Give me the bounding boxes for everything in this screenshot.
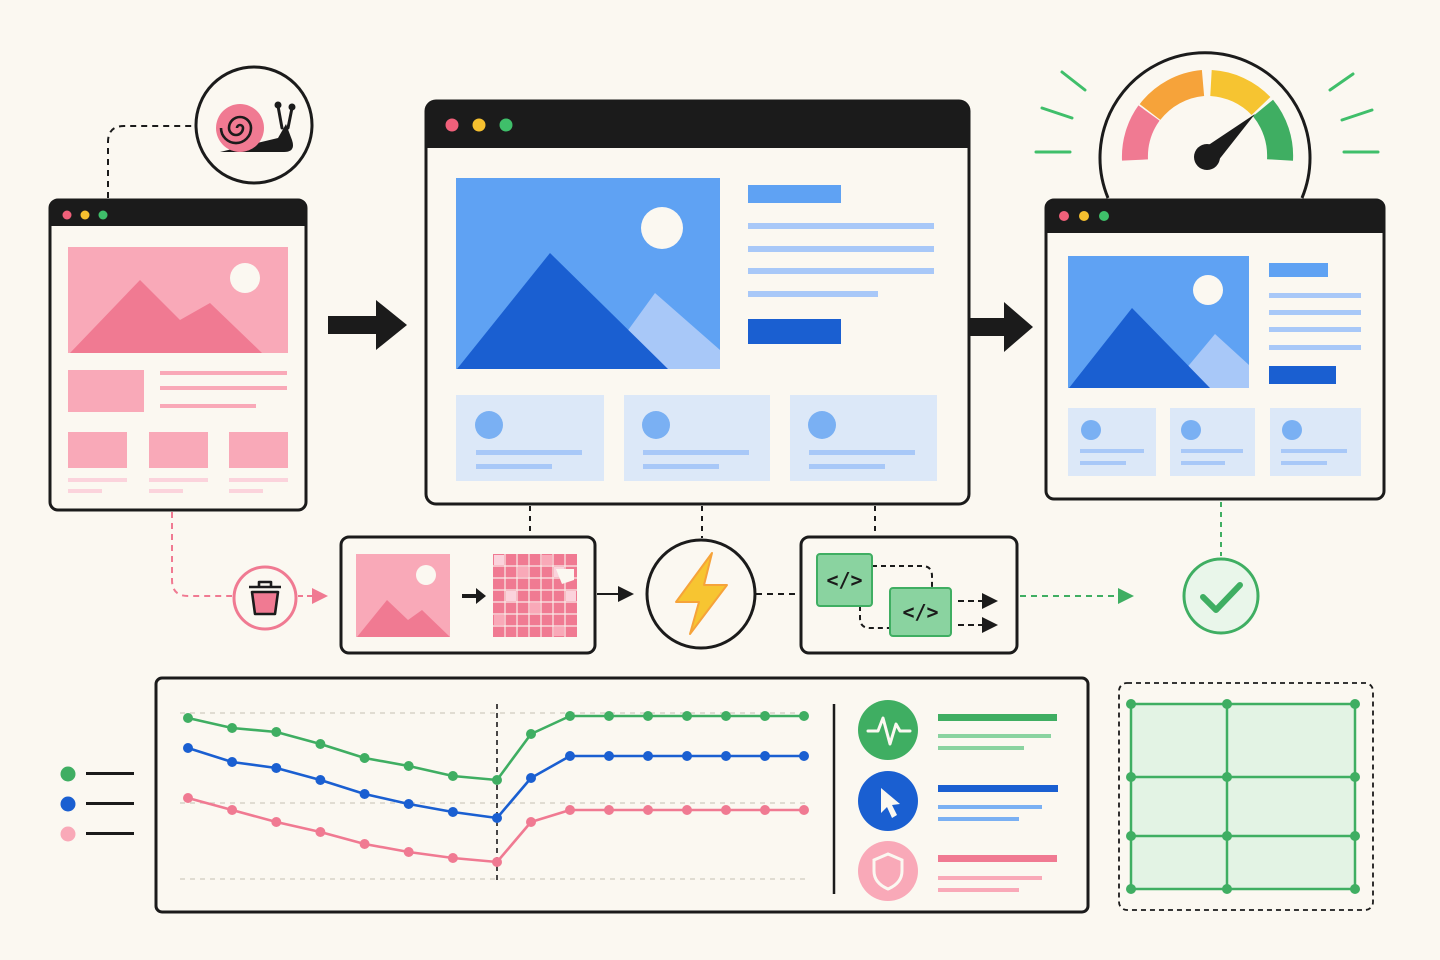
speedometer-icon xyxy=(1034,51,1380,199)
data-point-1-2 xyxy=(271,763,282,773)
checkmark-icon xyxy=(1200,582,1243,613)
data-point-0-13 xyxy=(721,711,731,721)
card xyxy=(624,395,770,481)
data-point-0-11 xyxy=(643,711,653,721)
series-line-0 xyxy=(187,714,804,782)
data-point-2-5 xyxy=(403,847,414,857)
hero-image xyxy=(1068,256,1249,388)
image-compression-box xyxy=(339,535,597,655)
data-point-0-10 xyxy=(604,711,614,721)
grid xyxy=(180,712,810,880)
data-point-1-10 xyxy=(604,751,614,761)
series-line-2 xyxy=(187,796,804,864)
data-point-1-0 xyxy=(183,743,193,753)
data-point-0-8 xyxy=(526,729,536,739)
flow-arrow-1 xyxy=(328,300,407,350)
trash-badge xyxy=(232,565,298,631)
data-point-1-3 xyxy=(315,775,326,785)
card xyxy=(1170,408,1255,476)
speed-lines xyxy=(1034,70,1380,154)
shield-icon xyxy=(872,852,904,891)
data-point-2-10 xyxy=(604,805,614,815)
data-point-2-4 xyxy=(359,839,370,849)
data-point-2-13 xyxy=(721,805,731,815)
data-point-2-0 xyxy=(183,793,193,803)
metric-vitals xyxy=(858,700,1057,760)
code-glyph: </> xyxy=(902,600,938,624)
data-point-2-3 xyxy=(315,827,326,837)
flow-arrow-2 xyxy=(970,302,1033,352)
slow-page-window xyxy=(48,198,308,512)
trash-icon xyxy=(249,580,281,616)
data-point-1-1 xyxy=(227,757,238,767)
data-point-2-14 xyxy=(760,805,770,815)
metric-interaction xyxy=(858,771,1058,831)
data-point-1-7 xyxy=(492,813,502,823)
cursor-icon xyxy=(881,788,900,818)
code-icon: </> xyxy=(816,553,873,607)
data-point-2-7 xyxy=(492,857,502,867)
success-badge xyxy=(1182,557,1260,635)
card xyxy=(456,395,604,481)
data-point-1-9 xyxy=(565,751,575,761)
data-point-2-15 xyxy=(799,805,809,815)
compressed-pixel-image xyxy=(493,554,577,637)
data-point-0-4 xyxy=(359,753,370,763)
layout-grid xyxy=(1118,682,1374,911)
data-point-0-2 xyxy=(271,727,282,737)
card xyxy=(1068,408,1156,476)
data-point-1-8 xyxy=(526,773,536,783)
data-point-2-2 xyxy=(271,817,282,827)
series-line-1 xyxy=(187,746,804,820)
data-point-1-4 xyxy=(359,789,370,799)
data-point-1-5 xyxy=(403,799,414,809)
data-point-0-9 xyxy=(565,711,575,721)
data-point-0-5 xyxy=(403,761,414,771)
hero-image xyxy=(68,247,288,353)
data-point-1-12 xyxy=(682,751,692,761)
data-point-0-6 xyxy=(447,771,458,781)
optimizing-page-window xyxy=(424,99,971,506)
lightning-badge xyxy=(645,538,757,650)
data-point-1-14 xyxy=(760,751,770,761)
data-point-0-15 xyxy=(799,711,809,721)
data-point-2-1 xyxy=(227,805,238,815)
code-icon: </> xyxy=(889,587,952,637)
snail-icon xyxy=(216,101,296,152)
data-point-0-12 xyxy=(682,711,692,721)
card xyxy=(790,395,937,481)
fast-page-window xyxy=(1044,198,1386,501)
data-point-1-6 xyxy=(447,807,458,817)
chart-legend xyxy=(60,766,134,842)
data-point-0-0 xyxy=(183,713,193,723)
hero-image xyxy=(456,178,720,369)
data-point-2-8 xyxy=(526,817,536,827)
data-point-0-1 xyxy=(227,723,238,733)
original-image xyxy=(356,554,450,637)
data-point-0-14 xyxy=(760,711,770,721)
lightning-bolt-icon xyxy=(675,552,728,635)
snail-connector xyxy=(107,125,196,198)
data-point-0-7 xyxy=(492,775,502,785)
code-glyph: </> xyxy=(826,568,862,592)
pink-dashed-connector xyxy=(171,512,232,597)
data-point-2-6 xyxy=(447,853,458,863)
code-splitting-box: </> </> xyxy=(799,535,1019,655)
data-point-2-12 xyxy=(682,805,692,815)
card xyxy=(1270,408,1361,476)
line-chart xyxy=(183,711,809,867)
metric-security xyxy=(858,841,1057,901)
data-point-2-9 xyxy=(565,805,575,815)
data-point-2-11 xyxy=(643,805,653,815)
data-point-0-3 xyxy=(315,739,326,749)
snail-badge xyxy=(194,65,314,185)
data-point-1-13 xyxy=(721,751,731,761)
heartbeat-icon xyxy=(866,716,912,746)
data-point-1-15 xyxy=(799,751,809,761)
metrics-panel xyxy=(154,676,1090,914)
data-point-1-11 xyxy=(643,751,653,761)
